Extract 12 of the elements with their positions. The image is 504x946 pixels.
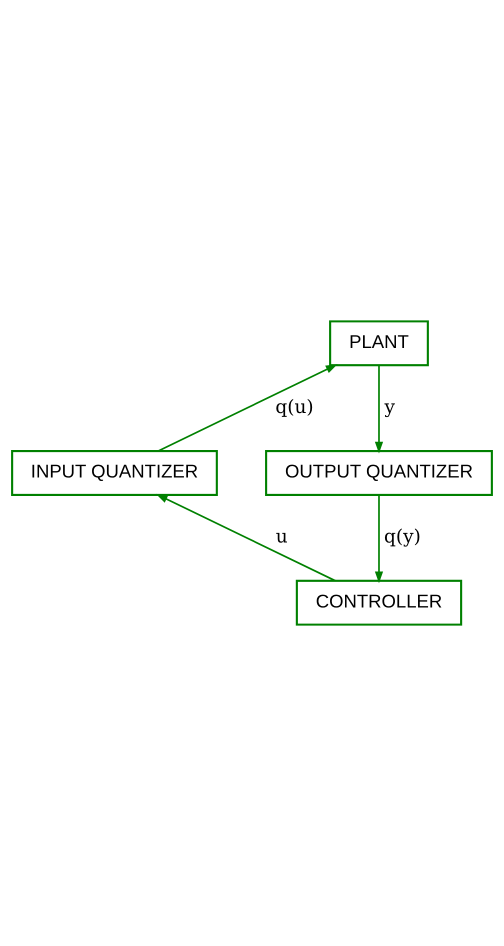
edge-label: q(y) bbox=[384, 526, 421, 548]
edge-label: q(u) bbox=[275, 396, 314, 418]
edge-label: y bbox=[384, 396, 395, 418]
edge-label: u bbox=[276, 526, 288, 548]
node-box: INPUT QUANTIZER bbox=[11, 450, 218, 496]
node-box: OUTPUT QUANTIZER bbox=[265, 450, 493, 496]
arrow bbox=[156, 494, 336, 582]
arrow bbox=[158, 364, 338, 452]
node-box: PLANT bbox=[329, 320, 429, 366]
node-box: CONTROLLER bbox=[296, 580, 462, 626]
arrow bbox=[374, 494, 384, 584]
arrow bbox=[374, 365, 384, 454]
